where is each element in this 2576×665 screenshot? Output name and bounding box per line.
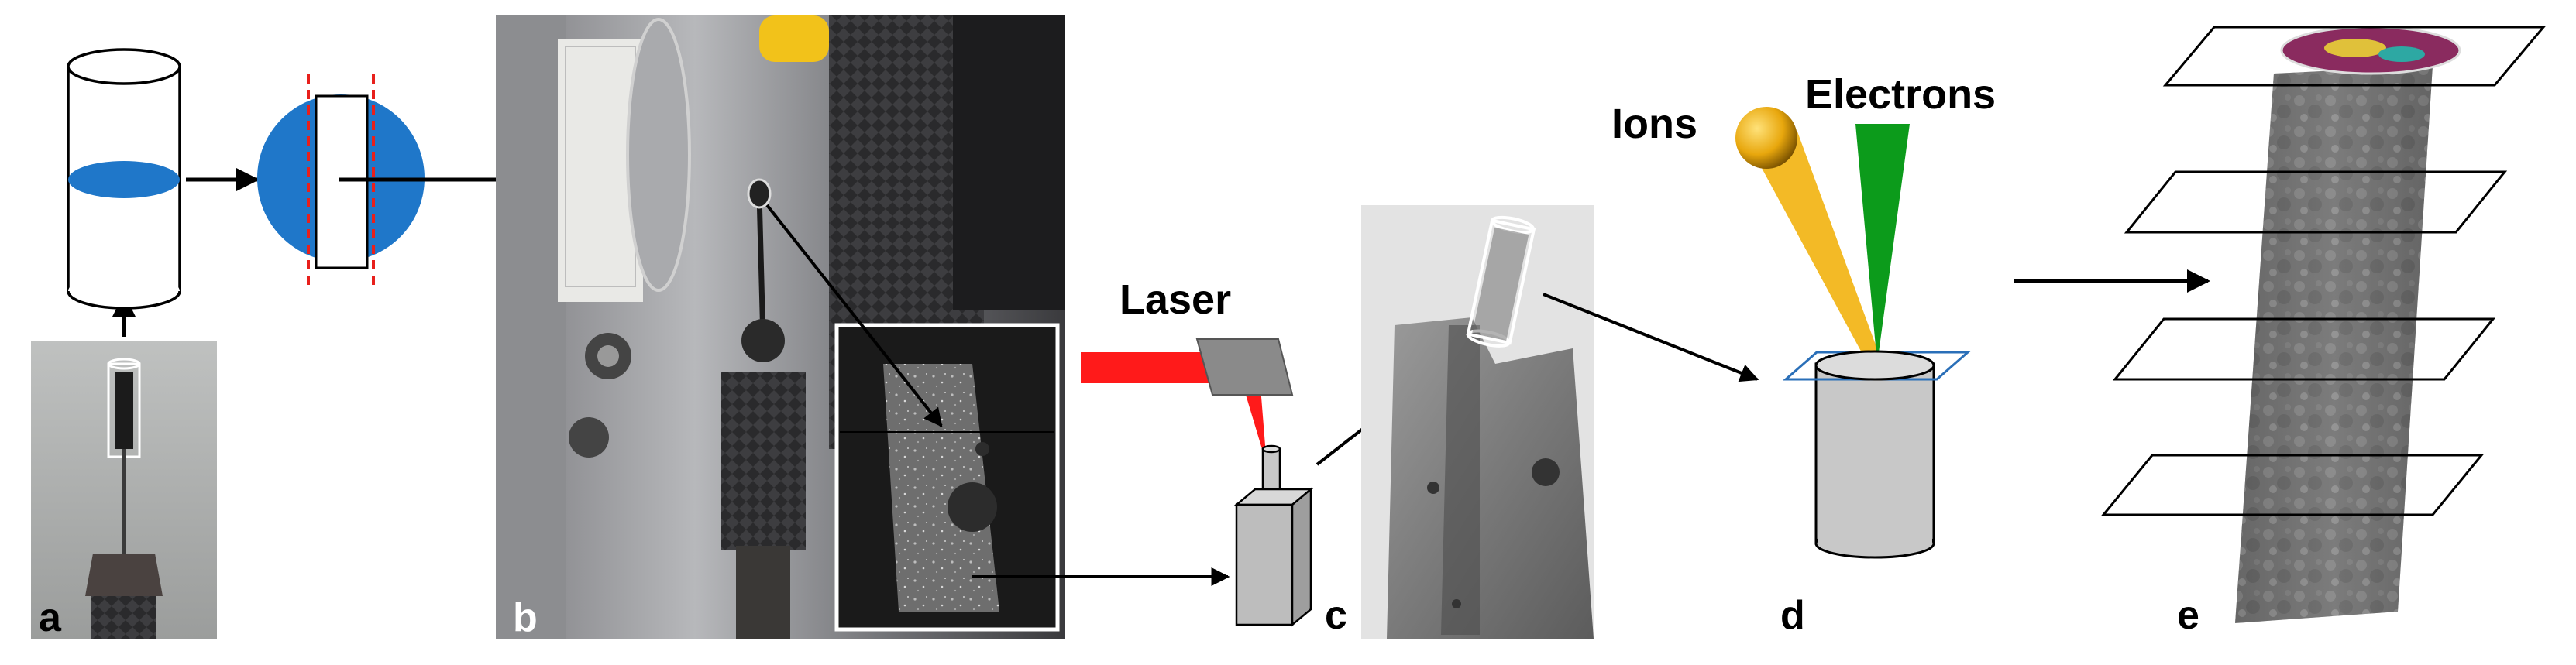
slice-plane [2124,170,2508,234]
fib-pillar [1783,350,1971,559]
needle-photo [31,341,217,639]
laser-label: Laser [1119,276,1231,323]
panel-d: Ions Electrons d [1611,71,2210,638]
electrons-label: Electrons [1805,71,1996,118]
panel-e-label: e [2177,593,2199,638]
panel-d-label: d [1780,593,1805,638]
panel-a-label: a [39,595,62,640]
sample-disc [68,161,180,198]
panel-c-label: c [1325,593,1347,638]
ion-beam [1752,132,1883,365]
panel-c: Laser c [1081,205,1759,639]
arrow-icon [765,204,943,427]
laser-block [1233,444,1314,627]
ions-label: Ions [1611,101,1697,147]
sem-image [1361,205,1594,639]
arrow-icon [1543,293,1759,382]
volume-render [2235,26,2461,623]
slice-plane [2162,26,2547,87]
slice-plane [2100,454,2485,516]
cylinder-icon [67,48,181,310]
electron-beam-icon [1855,124,1910,364]
slice-plane [2112,317,2496,381]
holder-photo [496,15,1065,639]
micro-ct-inset [834,323,1060,632]
ion-ball-icon [1735,107,1797,169]
laser-beam-icon [1081,338,1294,464]
panel-b: b [496,15,1230,640]
panel-b-label: b [513,595,538,640]
panel-e: e [2100,26,2547,638]
